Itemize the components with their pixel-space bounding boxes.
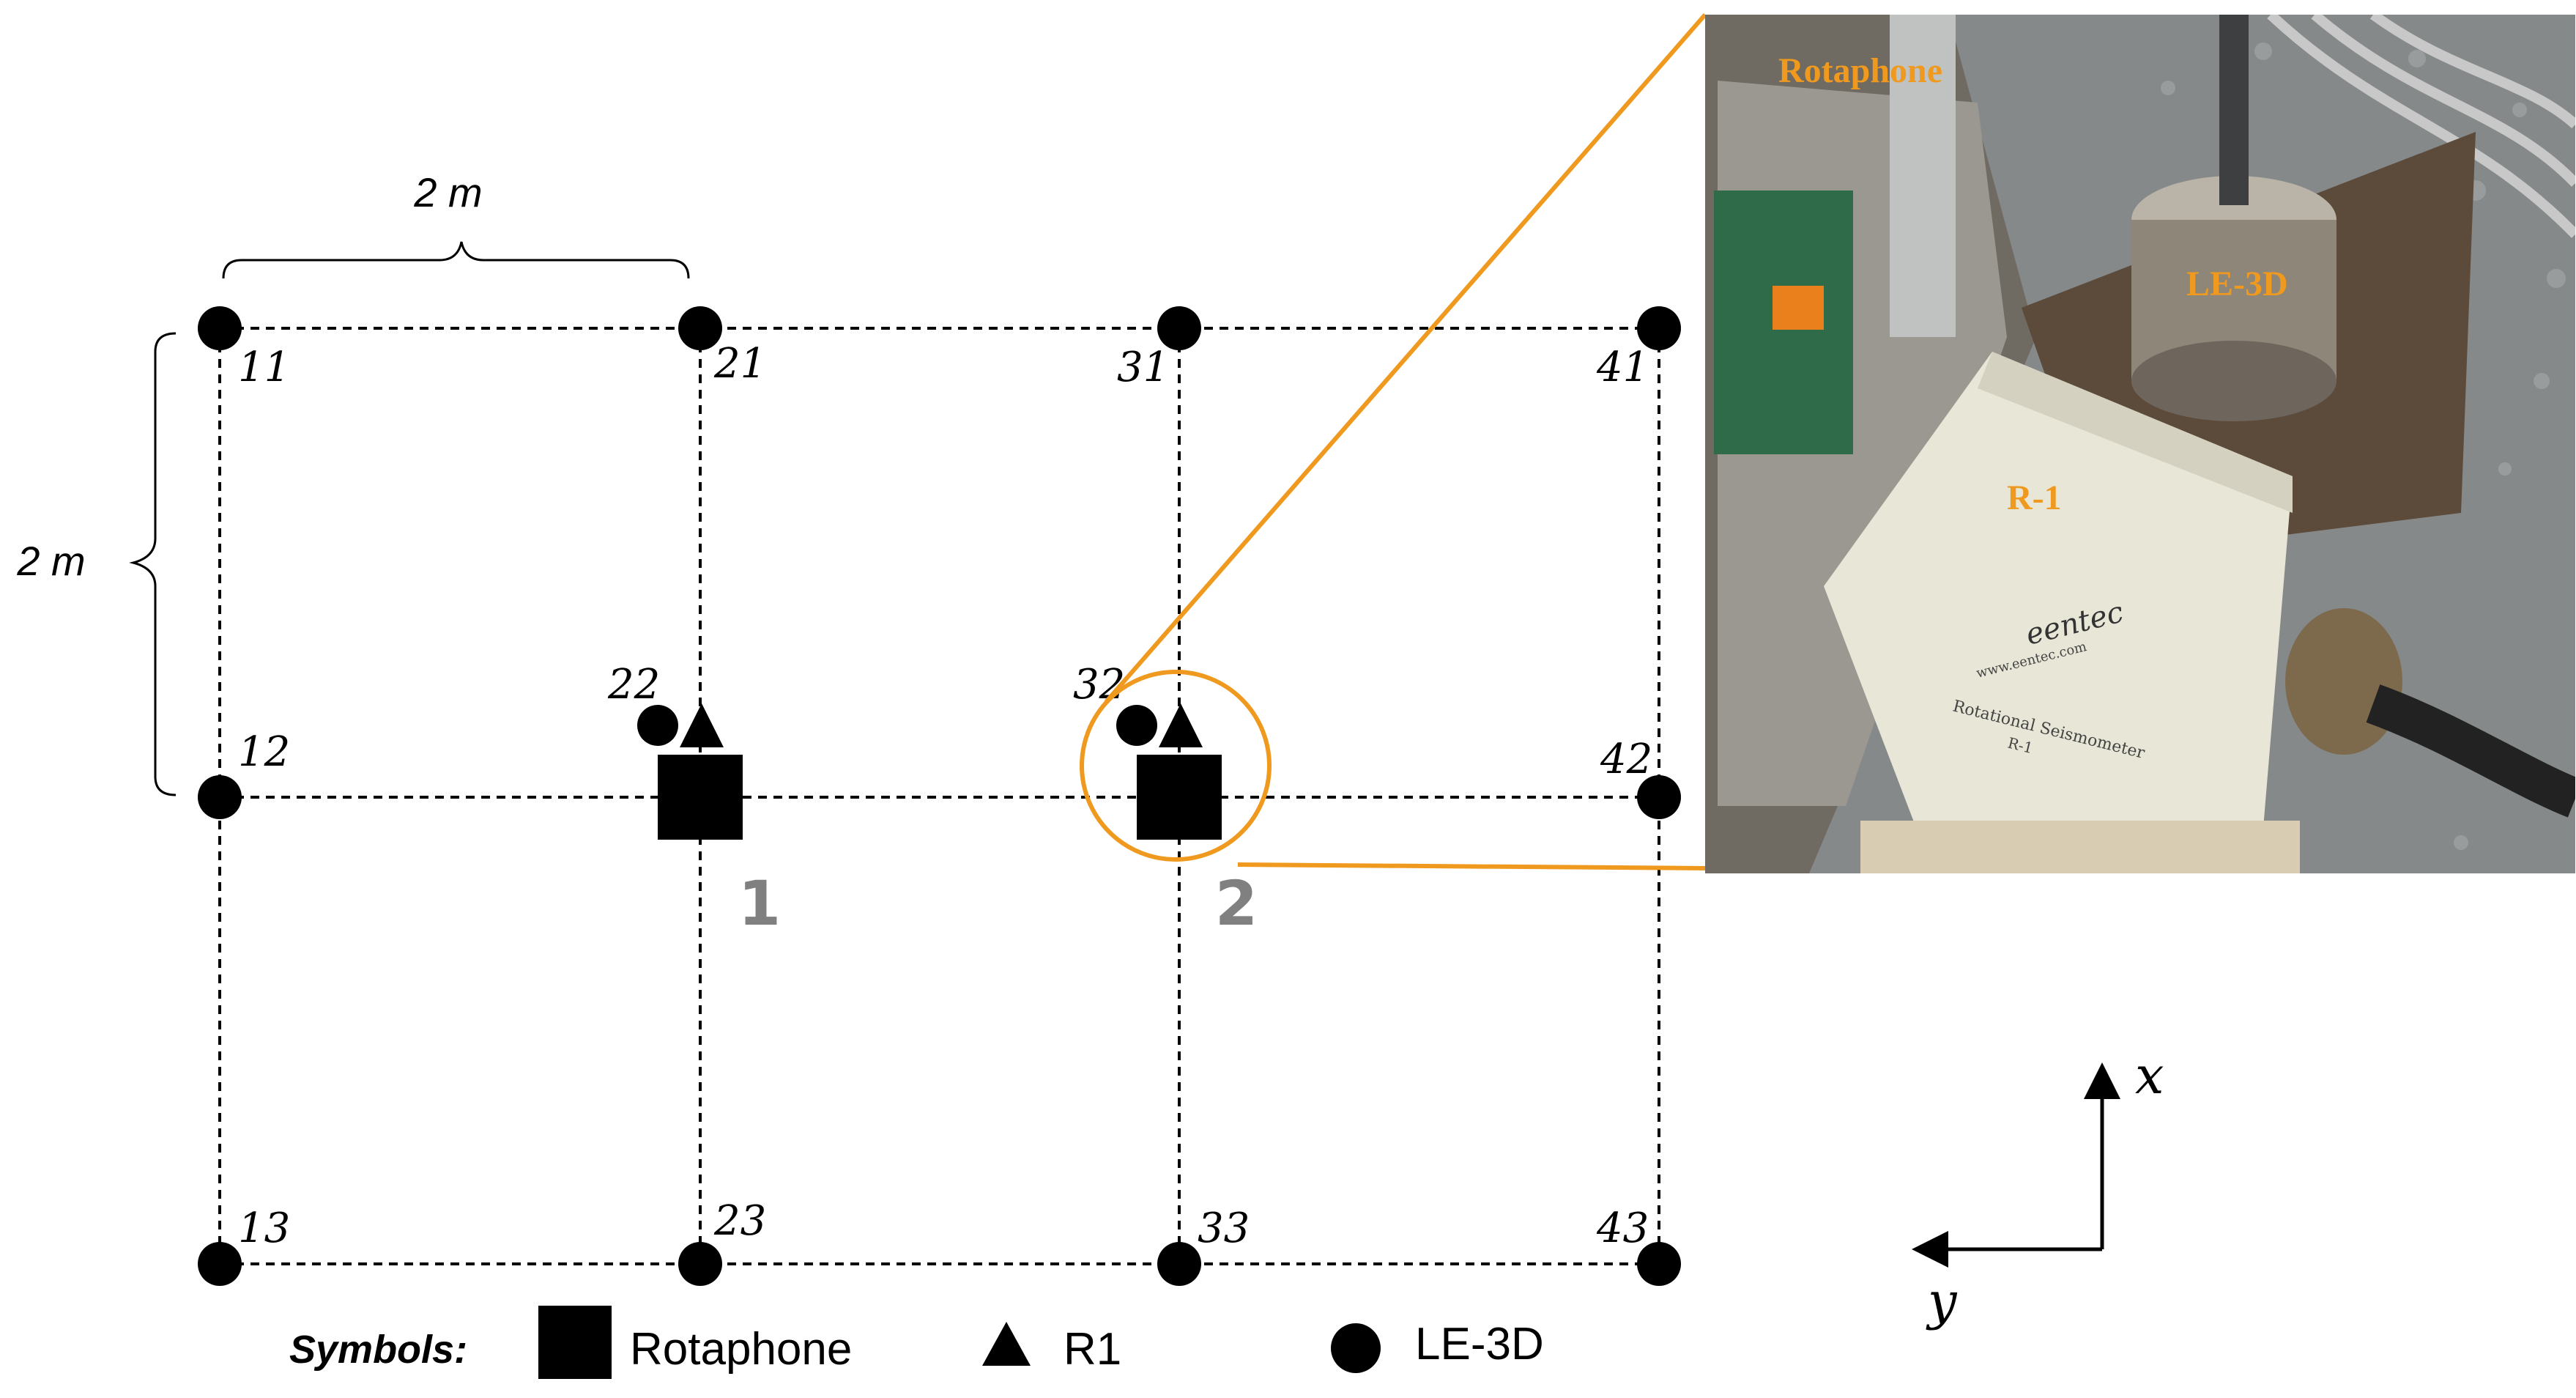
le3d-circle-23 xyxy=(678,1242,722,1286)
le3d-circle-33 xyxy=(1157,1242,1201,1286)
position-label-1: 1 xyxy=(738,868,781,939)
legend-label-rotaphone: Rotaphone xyxy=(630,1324,852,1375)
legend-triangle-icon xyxy=(982,1322,1031,1366)
sensor-label: 21 xyxy=(713,340,766,388)
rotaphone-square xyxy=(658,755,743,840)
zoom-callout xyxy=(1080,13,1707,870)
sensor-label: 33 xyxy=(1198,1205,1250,1252)
wood-block xyxy=(1860,821,2300,873)
cable-bundle xyxy=(2267,15,2575,238)
sensor-label: 11 xyxy=(238,344,290,391)
le3d-circle-32 xyxy=(1116,705,1157,746)
vertical-brace xyxy=(129,332,177,796)
grid-sensors xyxy=(198,306,1681,1286)
r1-triangle xyxy=(1159,703,1203,747)
rotaphone-post xyxy=(1890,15,1956,337)
station-2-cluster xyxy=(1116,703,1222,840)
x-axis-label: x xyxy=(2135,1046,2164,1106)
photo-label-r1: R-1 xyxy=(2007,478,2062,517)
terminal-block xyxy=(1773,286,1824,330)
photo-label-le3d: LE-3D xyxy=(2186,265,2288,303)
sensor-label: 12 xyxy=(238,728,290,776)
sensor-label: 31 xyxy=(1117,344,1169,391)
sensor-label: 43 xyxy=(1596,1205,1649,1252)
legend: Symbols: Rotaphone R1 LE-3D xyxy=(289,1306,1544,1379)
coordinate-axes: x y xyxy=(1912,1046,2164,1331)
le3d-circle-11 xyxy=(198,306,242,350)
sensor-grid xyxy=(218,327,1660,1265)
sensor-label: 22 xyxy=(607,661,660,709)
horizontal-dimension-label: 2 m xyxy=(413,169,482,215)
photo-inset: eentec www.eentec.com Rotational Seismom… xyxy=(1705,15,2575,873)
r1-housing xyxy=(1824,352,2293,835)
callout-line-top xyxy=(1104,13,1707,703)
rotaphone-square xyxy=(1137,755,1222,840)
horizontal-dimension: 2 m xyxy=(222,169,690,279)
station-1-cluster xyxy=(637,703,743,840)
callout-line-bottom xyxy=(1237,862,1706,870)
r1-connector xyxy=(2285,608,2402,755)
highlight-circle xyxy=(1080,670,1272,862)
sensor-label: 42 xyxy=(1600,736,1652,783)
le3d-circle-42 xyxy=(1637,775,1681,819)
vertical-dimension: 2 m xyxy=(16,332,177,796)
vertical-dimension-label: 2 m xyxy=(16,538,85,584)
legend-circle-icon xyxy=(1331,1323,1381,1373)
le3d-circle-12 xyxy=(198,775,242,819)
le3d-circle-41 xyxy=(1637,306,1681,350)
le3d-circle-21 xyxy=(678,306,722,350)
le3d-circle-31 xyxy=(1157,306,1201,350)
legend-label-r1: R1 xyxy=(1064,1324,1121,1375)
le3d-cable xyxy=(2219,15,2249,205)
position-label-2: 2 xyxy=(1215,868,1258,939)
sensor-label: 13 xyxy=(238,1205,290,1252)
photo-label-rotaphone: Rotaphone xyxy=(1778,51,1942,90)
legend-label-le3d: LE-3D xyxy=(1415,1319,1544,1369)
le3d-circle-13 xyxy=(198,1242,242,1286)
r1-triangle xyxy=(680,703,724,747)
r1-cable xyxy=(2366,684,2575,818)
sensor-label: 32 xyxy=(1073,661,1125,709)
sensor-label: 41 xyxy=(1596,344,1649,391)
horizontal-brace xyxy=(222,241,690,279)
legend-square-icon xyxy=(538,1306,612,1379)
legend-title: Symbols: xyxy=(289,1328,467,1372)
sensor-label: 23 xyxy=(713,1197,766,1245)
sensor-labels: 11 21 31 41 12 22 32 42 13 23 33 43 xyxy=(238,340,1652,1252)
le3d-circle-43 xyxy=(1637,1242,1681,1286)
le3d-circle-22 xyxy=(637,705,678,746)
y-axis-label: y xyxy=(1926,1271,1958,1331)
